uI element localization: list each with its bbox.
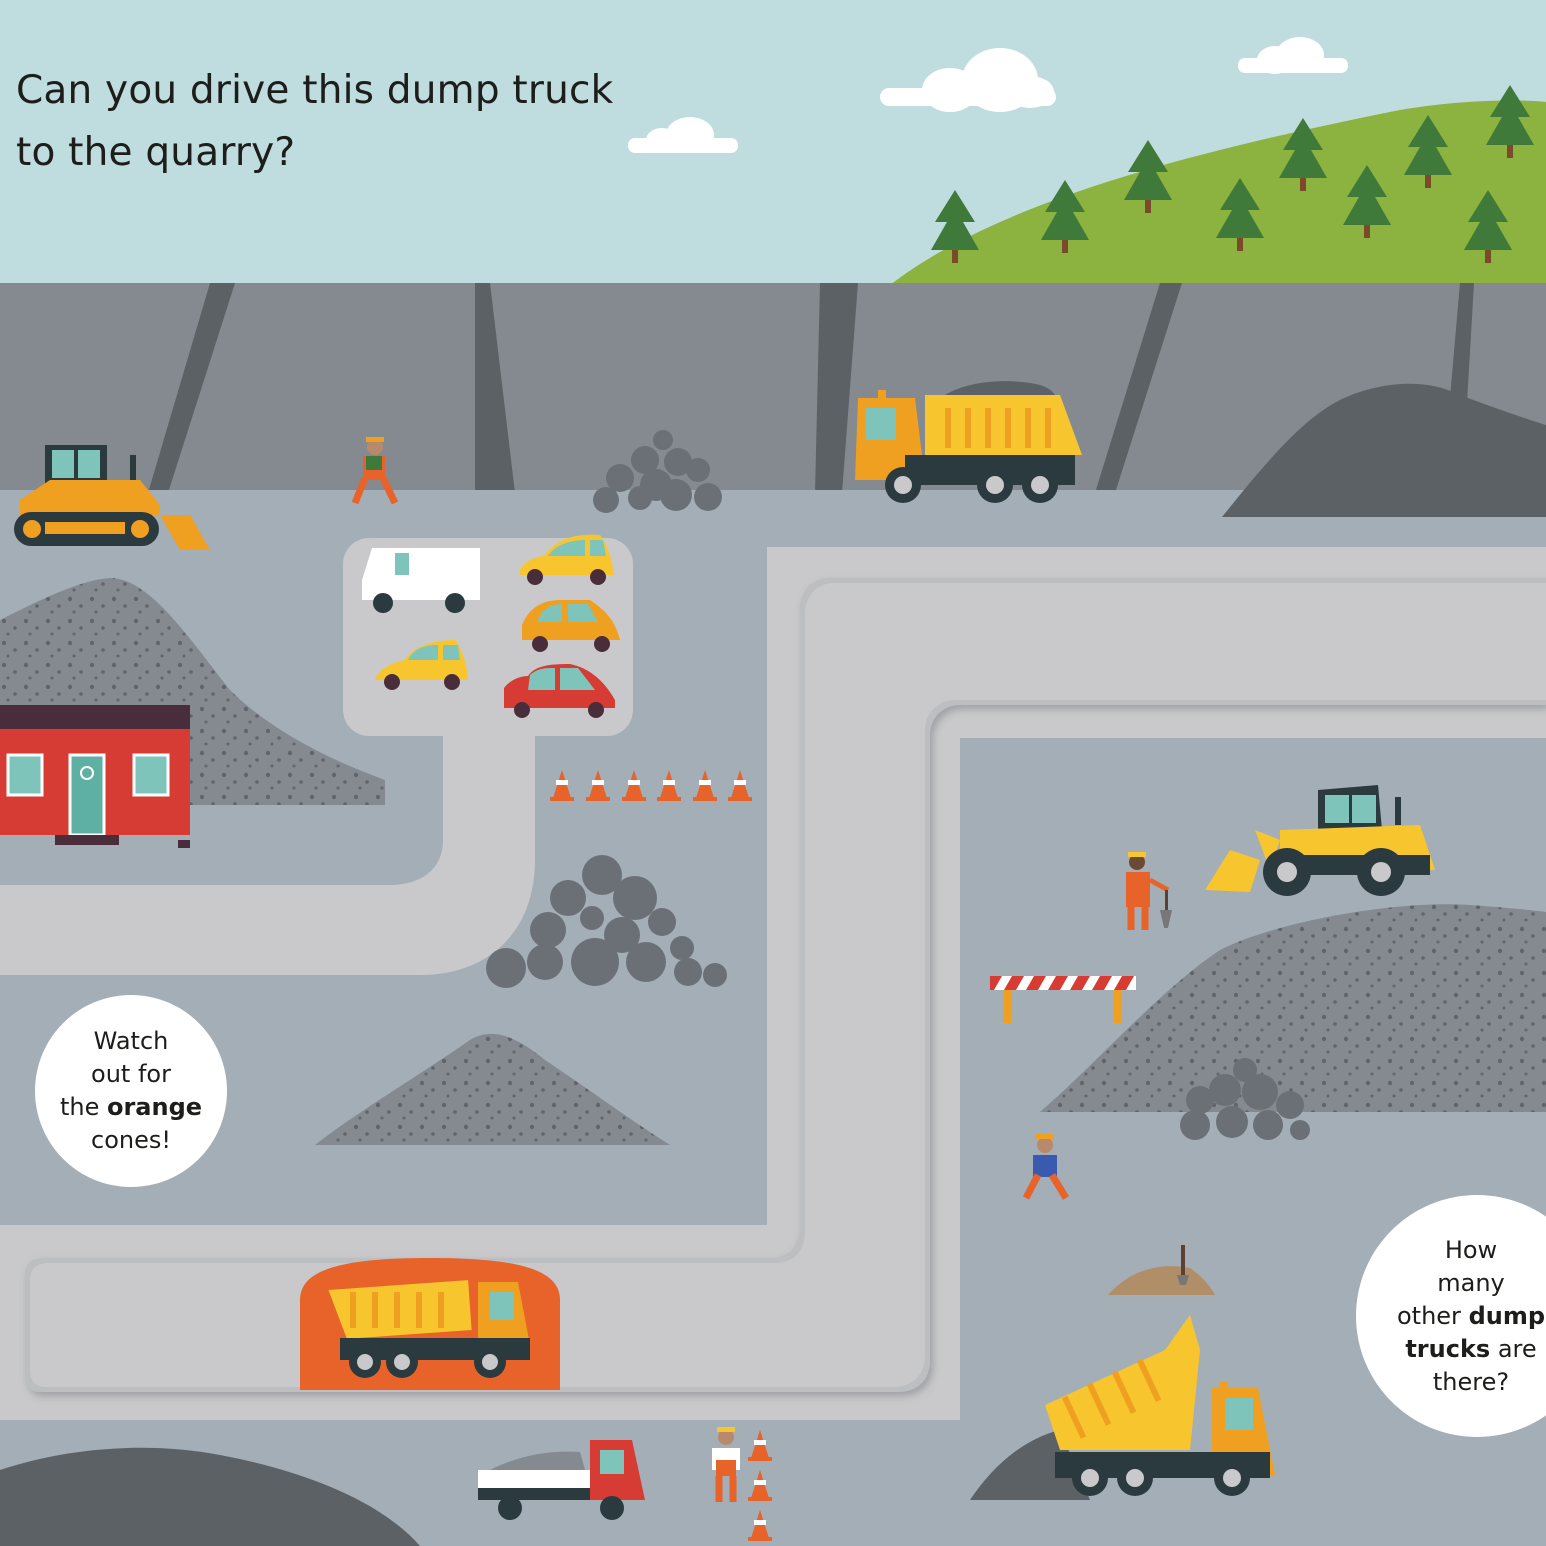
boulder-pile [486, 855, 727, 988]
site-office-house [0, 705, 190, 848]
rock-pile-dark [0, 1447, 420, 1546]
construction-worker [712, 1427, 740, 1502]
tip-line-1: Watch [93, 1027, 169, 1055]
wheel-loader [1205, 785, 1435, 896]
tip-line-2: out for [91, 1060, 171, 1088]
construction-worker [351, 437, 399, 505]
question-line-2: to the quarry? [16, 130, 296, 175]
cloud [880, 48, 1056, 112]
rock-pile-dark [1222, 383, 1546, 517]
cloud [1238, 37, 1348, 74]
player-dump-truck [328, 1280, 530, 1378]
bulldozer [14, 445, 210, 550]
dump-truck [855, 381, 1082, 503]
road-barrier [990, 976, 1136, 1023]
dump-truck [1045, 1315, 1275, 1496]
count-line-4-bold: trucks [1405, 1334, 1491, 1363]
boulder-pile [1180, 1058, 1310, 1140]
count-line-2: many [1437, 1268, 1505, 1297]
tip-line-4: cones! [91, 1126, 171, 1154]
boulder-pile [593, 430, 722, 513]
tip-bubble: Watch out for the orange cones! [35, 995, 227, 1187]
dirt-pile [1108, 1266, 1215, 1295]
orange-cones [550, 770, 752, 801]
count-line-4: trucks are [1381, 1333, 1546, 1366]
tip-line-3-plain: the [59, 1093, 107, 1121]
construction-worker [1126, 852, 1172, 930]
maze-question: Can you drive this dump truck to the qua… [16, 60, 656, 184]
tip-line-3-bold: orange [106, 1093, 203, 1121]
inner-road-lane [30, 583, 1546, 1387]
gravel-pile [315, 1033, 670, 1145]
tip-line-3: the orange [41, 1091, 221, 1124]
red-car [504, 664, 615, 718]
yellow-car [520, 534, 614, 585]
orange-cones [748, 1430, 772, 1541]
orange-car [522, 600, 620, 652]
pine-trees [931, 85, 1534, 263]
construction-worker [1022, 1134, 1069, 1200]
cloud [628, 117, 738, 153]
count-line-3-bold: dump [1468, 1301, 1546, 1330]
flatbed-truck [478, 1440, 645, 1520]
count-line-1: How [1444, 1235, 1498, 1264]
count-line-4-plain: are [1490, 1334, 1537, 1363]
count-bubble: How many other dump trucks are there? [1356, 1195, 1546, 1437]
cliff-cracks [148, 283, 1474, 493]
count-line-3: other dump [1381, 1300, 1546, 1333]
white-van [362, 548, 480, 613]
yellow-car [375, 640, 468, 690]
count-line-3-plain: other [1396, 1301, 1469, 1330]
question-line-1: Can you drive this dump truck [16, 68, 614, 113]
count-line-5: there? [1432, 1367, 1510, 1396]
gravel-pile [1040, 904, 1546, 1112]
shovel-icon [1177, 1245, 1189, 1285]
